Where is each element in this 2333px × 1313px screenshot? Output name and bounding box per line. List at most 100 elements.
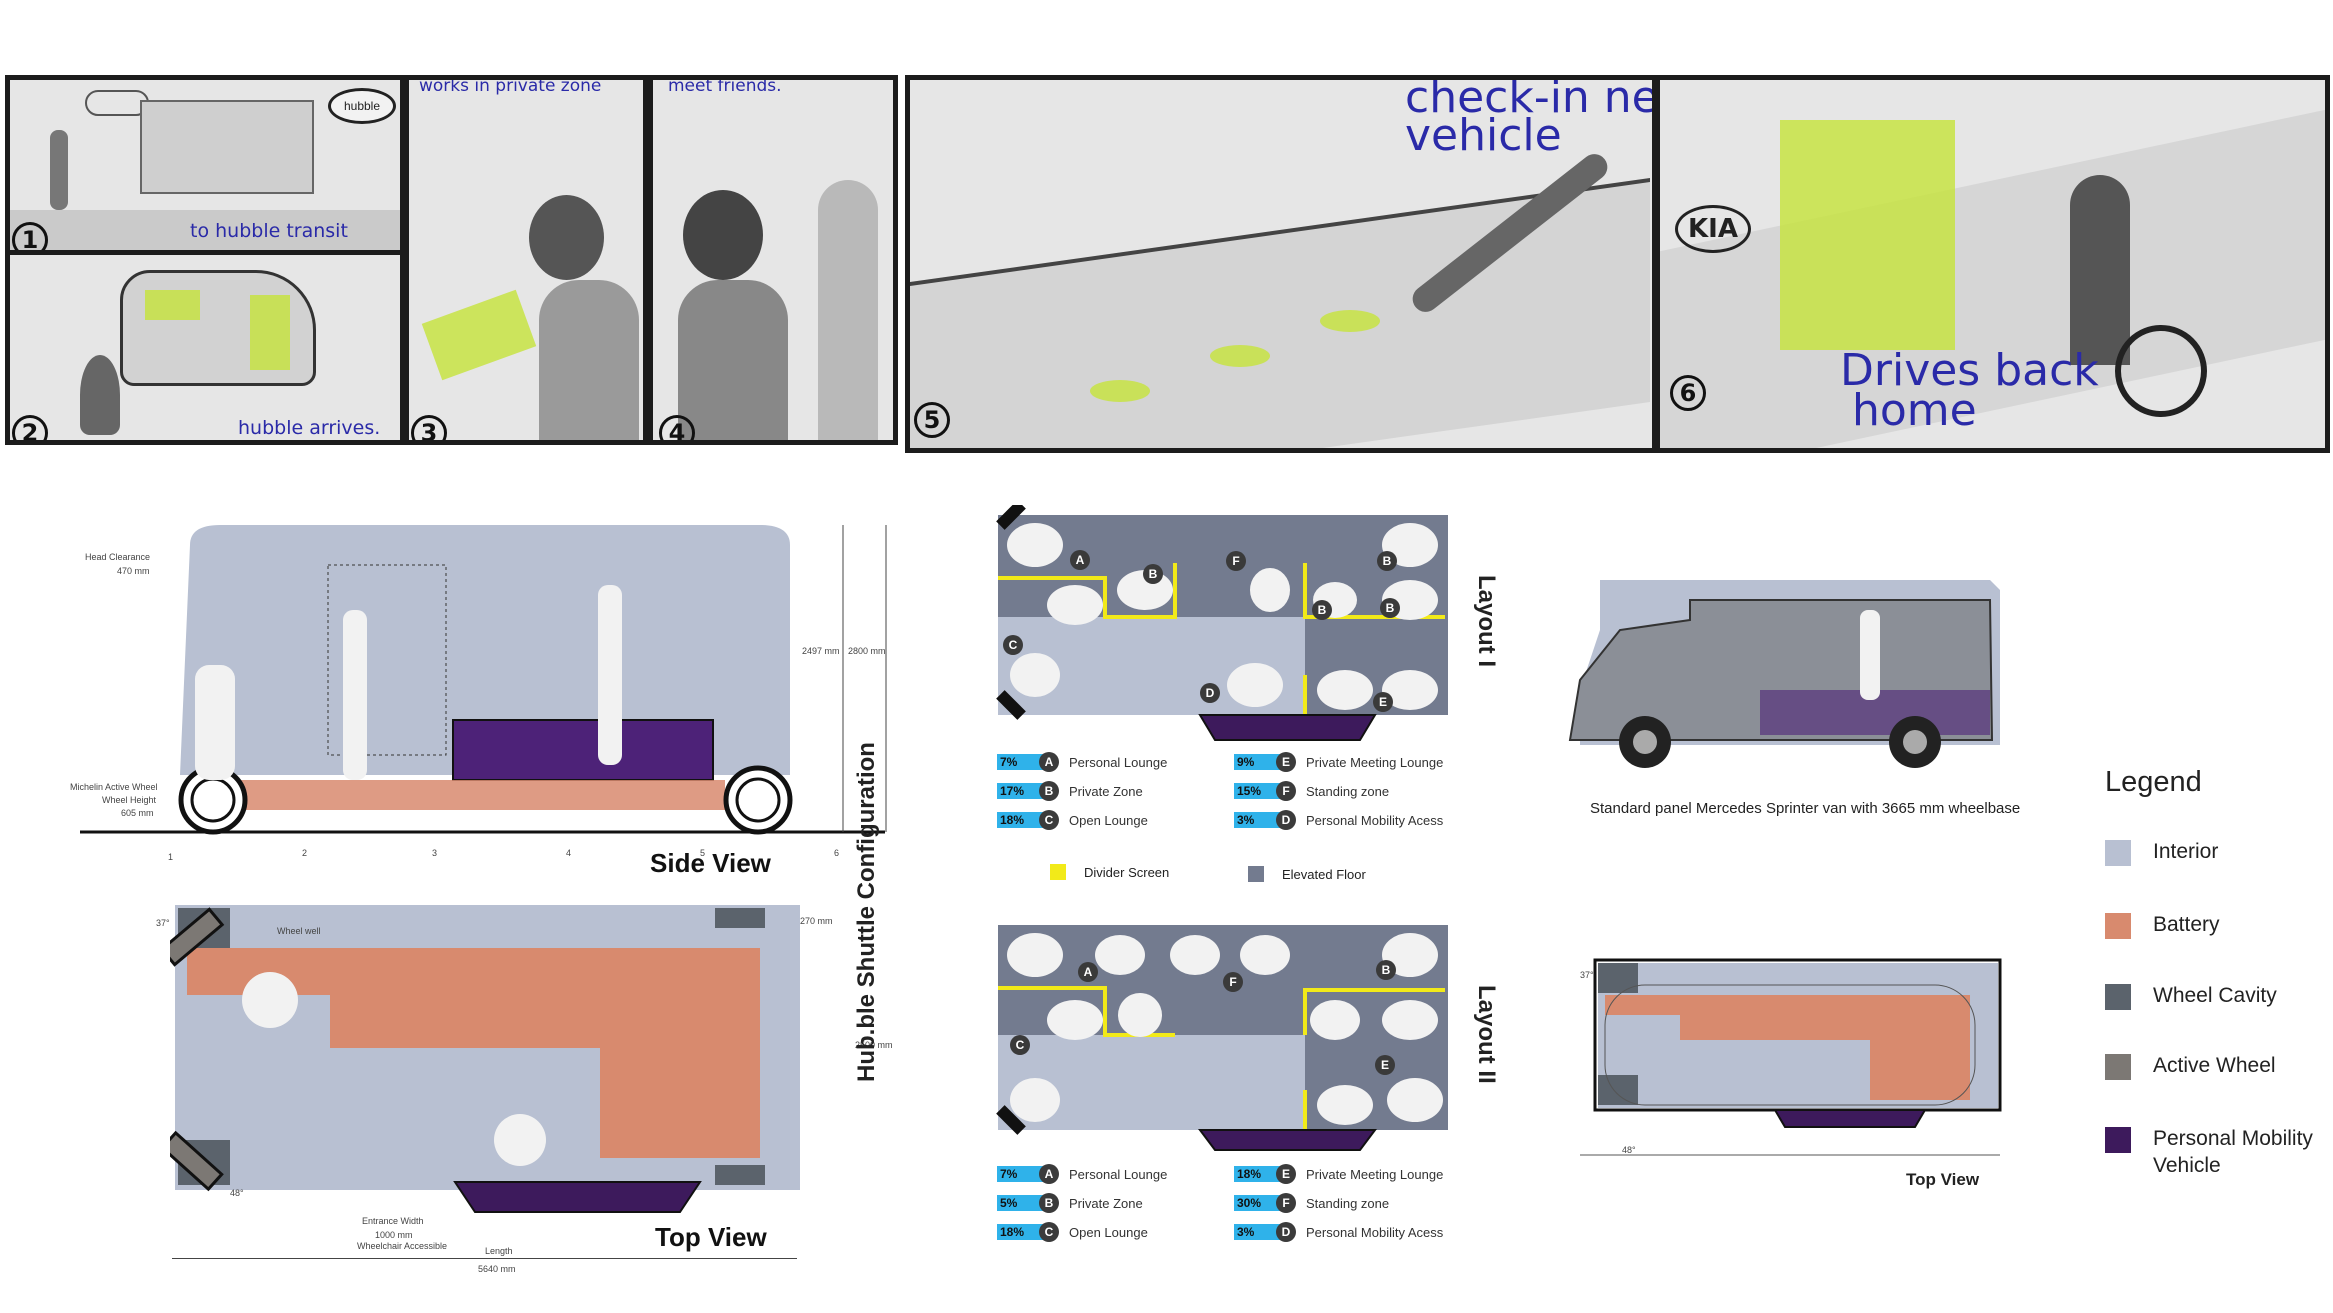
worker-body-sketch bbox=[539, 280, 639, 440]
layout1-pmv bbox=[1198, 714, 1377, 741]
van-front-hub bbox=[1633, 730, 1657, 754]
van-angle-bottom: 48° bbox=[1622, 1145, 1636, 1155]
layout1-wheel-bottom bbox=[996, 690, 1026, 720]
van-battery-area bbox=[1605, 995, 1970, 1100]
letter: A bbox=[1039, 1164, 1059, 1184]
pct: 3% bbox=[1234, 1224, 1282, 1240]
angle-bottom: 48° bbox=[230, 1188, 244, 1198]
road bbox=[10, 210, 400, 250]
van-top-image bbox=[1580, 958, 2002, 1156]
van-caption: Standard panel Mercedes Sprinter van wit… bbox=[1590, 800, 2021, 817]
rider-sketch bbox=[2070, 175, 2130, 365]
label: Standing zone bbox=[1306, 783, 1390, 799]
length-label: Length bbox=[485, 1246, 513, 1256]
layout2-marker-e: E bbox=[1375, 1055, 1395, 1075]
storyboard-panel-1: hubble to hubble transit 1 bbox=[5, 75, 405, 255]
caption-hubble-arrives: hubble arrives. bbox=[238, 417, 381, 439]
battery-area bbox=[187, 948, 760, 1158]
layout1-marker-b3: B bbox=[1312, 600, 1332, 620]
side-view-title: Side View bbox=[650, 848, 771, 878]
pct: 7% bbox=[997, 754, 1045, 770]
label: Open Lounge bbox=[1069, 1224, 1148, 1240]
layout2-figure-7 bbox=[1047, 1000, 1103, 1040]
friend-body-sketch bbox=[678, 280, 788, 440]
seated-person bbox=[195, 665, 235, 780]
standing-person-2 bbox=[598, 585, 622, 765]
legend-item-interior: Interior bbox=[2105, 838, 2218, 866]
hubble-sign: hubble bbox=[328, 88, 396, 124]
label: Open Lounge bbox=[1069, 812, 1148, 828]
layout1-marker-a: A bbox=[1070, 550, 1090, 570]
front-wheel-inner bbox=[190, 777, 236, 823]
standing-person-1 bbox=[343, 610, 367, 780]
legend-swatch-interior bbox=[2105, 840, 2131, 866]
person-sketch bbox=[50, 130, 68, 210]
divider-swatch bbox=[1050, 864, 1066, 880]
friend2-sketch bbox=[818, 180, 878, 440]
tablet-highlight bbox=[421, 289, 537, 381]
layout2-divider-b bbox=[1303, 988, 1445, 1035]
pct: 15% bbox=[1234, 783, 1282, 799]
van-angle-top: 37° bbox=[1580, 970, 1594, 980]
pmv-block bbox=[452, 719, 714, 781]
tick-3: 3 bbox=[432, 848, 438, 858]
layout2-figure-12 bbox=[1387, 1078, 1443, 1122]
wheel-cavity-rear-left bbox=[715, 908, 765, 928]
pct: 17% bbox=[997, 783, 1045, 799]
wheel-well-label: Wheel well bbox=[277, 926, 321, 936]
caption-works-in-private-zone: works in private zone bbox=[419, 76, 602, 96]
layout1-figure-1 bbox=[1007, 523, 1063, 567]
legend-item-active-wheel: Active Wheel bbox=[2105, 1052, 2276, 1080]
wheel-label-1: Michelin Active Wheel bbox=[70, 782, 158, 792]
storyboard-panel-4: meet friends. 4 bbox=[648, 75, 898, 445]
pct: 18% bbox=[997, 812, 1045, 828]
layout2-wheel-bottom bbox=[996, 1105, 1026, 1135]
person-topview-2 bbox=[494, 1114, 546, 1166]
legend-label-interior: Interior bbox=[2153, 840, 2219, 863]
bike-wheel-sketch bbox=[2115, 325, 2207, 417]
layout2-figure-6 bbox=[1118, 993, 1162, 1037]
vehicle-side-sketch bbox=[1660, 108, 2325, 448]
legend-swatch-battery bbox=[2105, 913, 2131, 939]
panel-number-3: 3 bbox=[411, 415, 447, 440]
layout2-figure-2 bbox=[1095, 935, 1145, 975]
layout2-elevated-floor bbox=[998, 925, 1448, 1130]
letter: B bbox=[1039, 1193, 1059, 1213]
legend-swatch-wheel-cavity bbox=[2105, 984, 2131, 1010]
side-view-drawing bbox=[80, 525, 887, 835]
layout1-divider-a bbox=[998, 563, 1177, 619]
tick-1: 1 bbox=[168, 852, 174, 862]
worker-head-sketch bbox=[529, 195, 604, 280]
layout1-figure-3 bbox=[1047, 585, 1103, 625]
letter: F bbox=[1276, 1193, 1296, 1213]
layout1-marker-b2: B bbox=[1377, 551, 1397, 571]
divider-label: Divider Screen bbox=[1084, 864, 1170, 880]
legend-label-pmv-line2: Vehicle bbox=[2153, 1154, 2221, 1177]
van-cavity-bottom bbox=[1598, 1075, 1638, 1105]
layout-2-plan bbox=[996, 925, 1448, 1151]
label: Personal Mobility Acess bbox=[1306, 1224, 1444, 1240]
wheel-cavity-rear-right bbox=[715, 1165, 765, 1185]
label: Private Zone bbox=[1069, 783, 1143, 799]
layout2-figure-9 bbox=[1382, 1000, 1438, 1040]
pct: 18% bbox=[997, 1224, 1045, 1240]
legend-item-wheel-cavity: Wheel Cavity bbox=[2105, 982, 2277, 1010]
van-pmv-ramp bbox=[1773, 1109, 1927, 1128]
charging-slot-2 bbox=[1210, 345, 1270, 367]
layout2-figure-1 bbox=[1007, 933, 1063, 977]
divider-screen-key: Divider Screen bbox=[1050, 864, 1169, 880]
pct: 3% bbox=[1234, 812, 1282, 828]
door-outline bbox=[327, 564, 447, 756]
label: Personal Lounge bbox=[1069, 754, 1168, 770]
layout1-stat-a: 7%A Personal Lounge bbox=[997, 752, 1168, 772]
letter: A bbox=[1039, 752, 1059, 772]
height-inner-label: 2497 mm bbox=[802, 646, 840, 656]
layout2-marker-a: A bbox=[1078, 962, 1098, 982]
pct: 18% bbox=[1234, 1166, 1282, 1182]
layout1-marker-b4: B bbox=[1380, 598, 1400, 618]
